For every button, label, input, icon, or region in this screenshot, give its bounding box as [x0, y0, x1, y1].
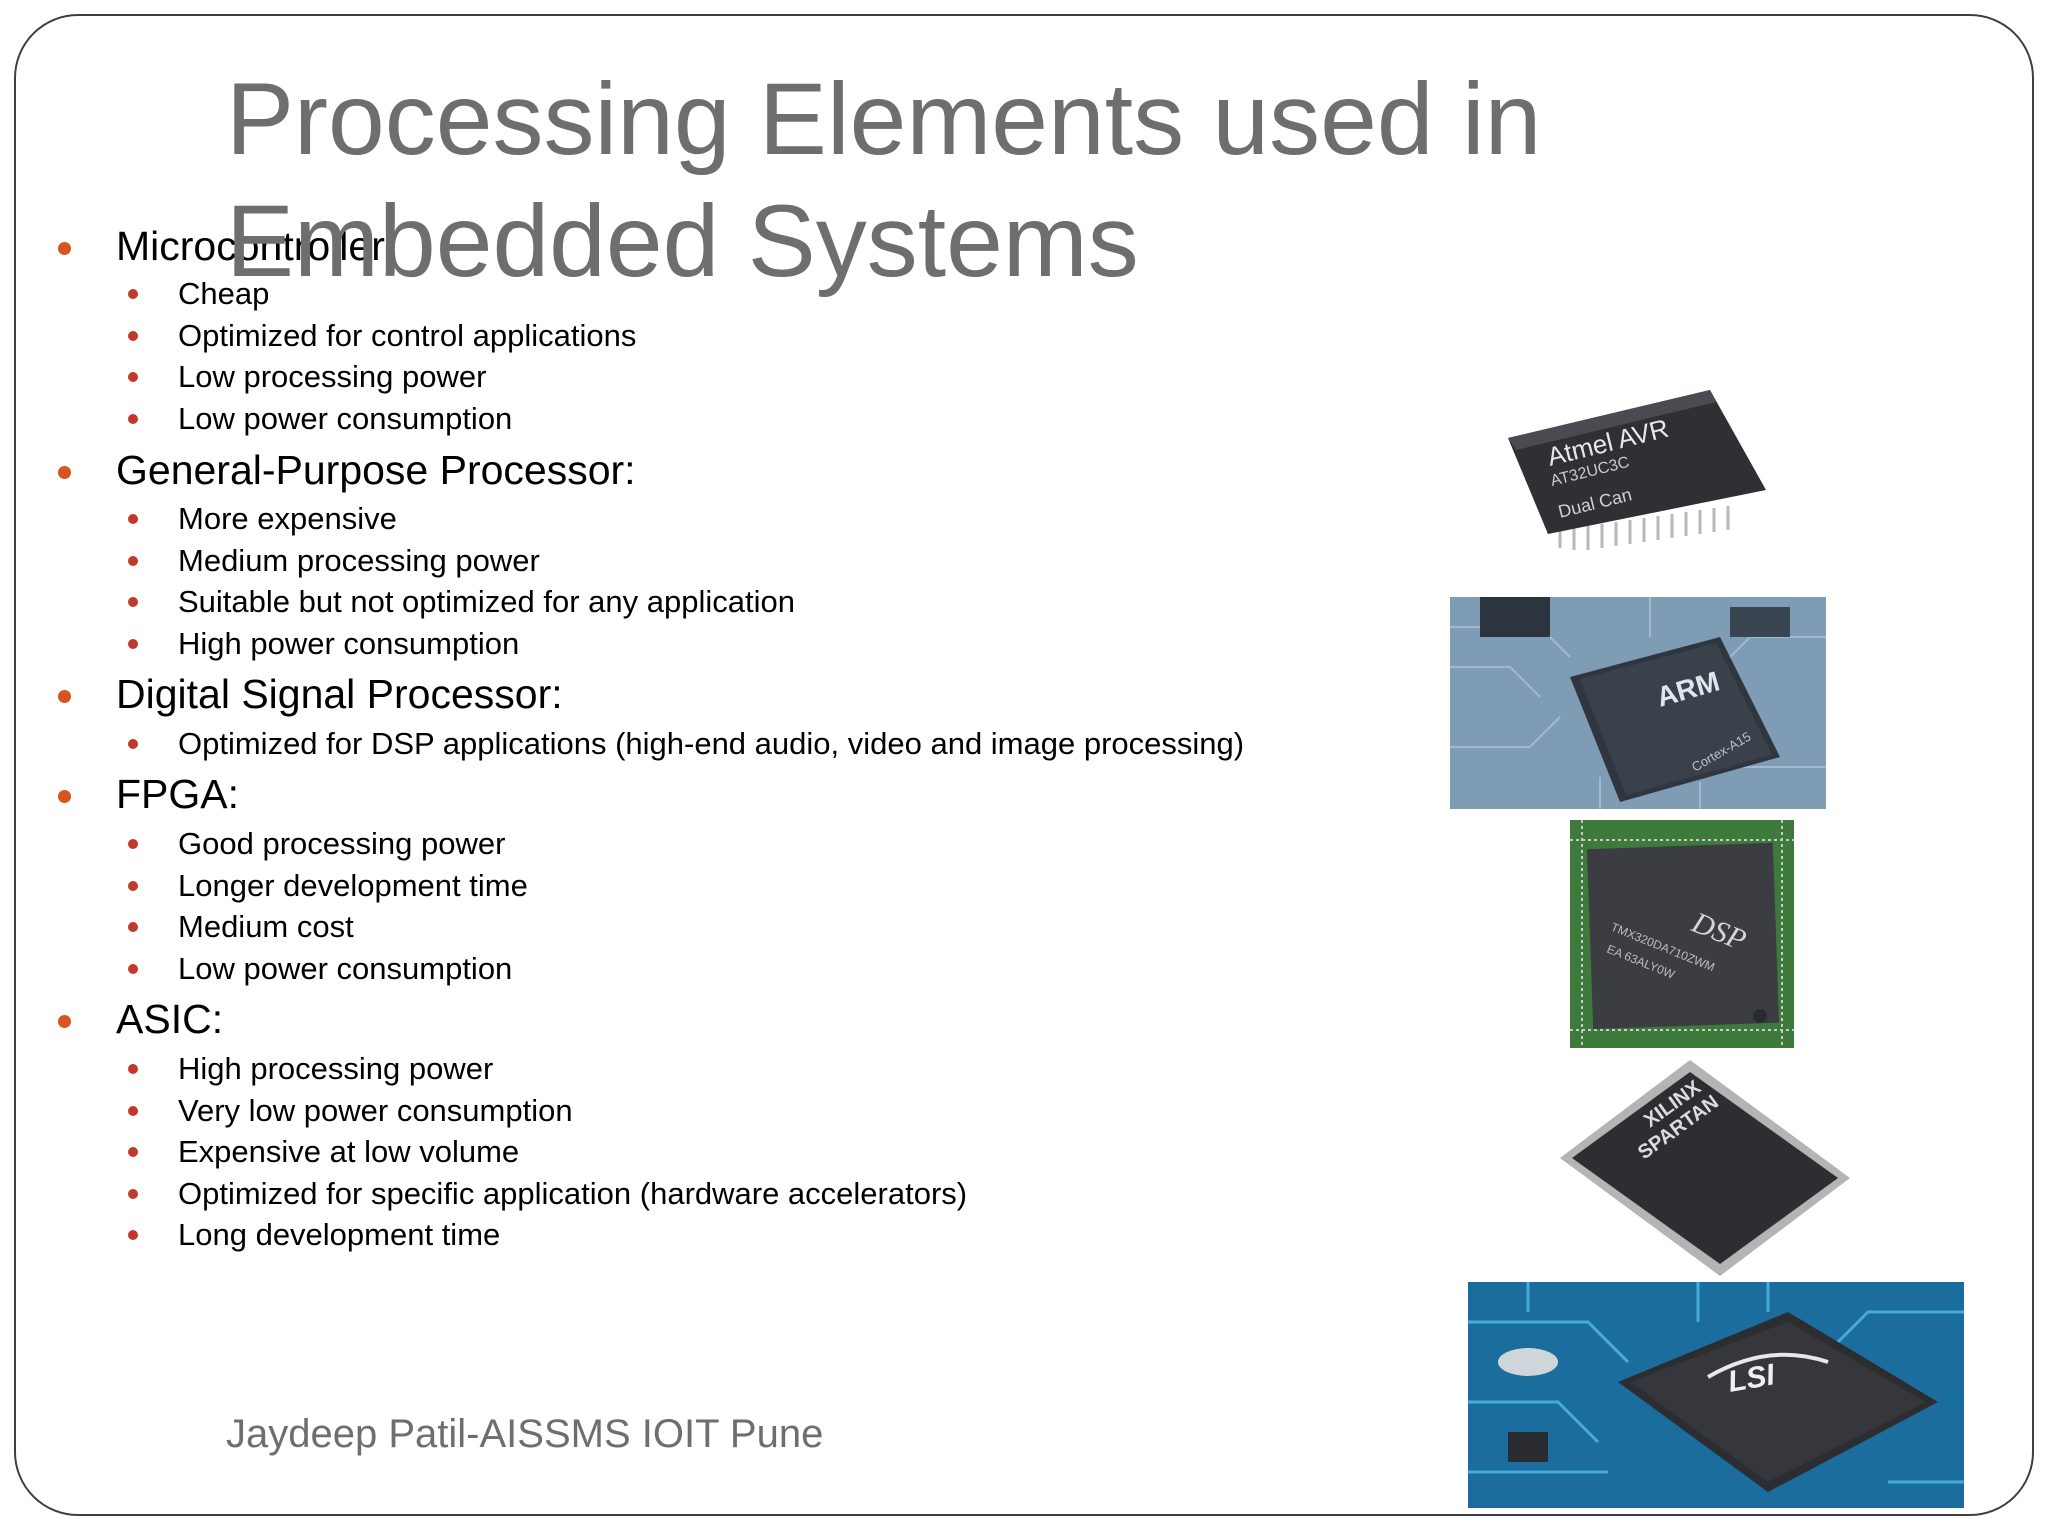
section-heading: ASIC:: [116, 996, 224, 1042]
bullet-icon: [128, 289, 138, 299]
list-item: Optimized for DSP applications (high-end…: [178, 726, 1245, 761]
bullet-icon: [128, 639, 138, 649]
bullet-icon: [58, 690, 71, 703]
bullet-icon: [58, 466, 71, 479]
bullet-icon: [128, 597, 138, 607]
list-item: Longer development time: [178, 868, 528, 903]
bullet-icon: [58, 790, 71, 803]
bullet-icon: [128, 964, 138, 974]
bullet-icon: [128, 556, 138, 566]
bullet-icon: [128, 1147, 138, 1157]
list-item: Long development time: [178, 1217, 501, 1252]
list-item: Low power consumption: [178, 951, 513, 986]
lsi-chip-image: LSI: [1468, 1282, 1964, 1508]
bullet-icon: [128, 1189, 138, 1199]
section-heading: FPGA:: [116, 771, 240, 817]
list-item: Cheap: [178, 276, 270, 311]
bullet-icon: [128, 739, 138, 749]
section-heading: Microcontroller:: [116, 223, 397, 269]
list-item: Optimized for control applications: [178, 318, 637, 353]
list-item: Very low power consumption: [178, 1093, 573, 1128]
list-item: Expensive at low volume: [178, 1134, 520, 1169]
bullet-icon: [58, 242, 71, 255]
list-item: Good processing power: [178, 826, 506, 861]
list-item: Optimized for specific application (hard…: [178, 1176, 968, 1211]
list-item: Medium processing power: [178, 543, 540, 578]
list-item: High power consumption: [178, 626, 520, 661]
bullet-icon: [128, 372, 138, 382]
list-item: High processing power: [178, 1051, 494, 1086]
list-item: Medium cost: [178, 909, 354, 944]
dsp-chip-image: DSP TMX320DA710ZWM EA 63ALY0W: [1570, 820, 1794, 1048]
bullet-icon: [128, 1106, 138, 1116]
list-item: Low power consumption: [178, 401, 513, 436]
xilinx-chip-image: XILINX SPARTAN: [1540, 1058, 1860, 1278]
bullet-icon: [128, 839, 138, 849]
bullet-icon: [128, 1064, 138, 1074]
bullet-icon: [58, 1015, 71, 1028]
section-heading: Digital Signal Processor:: [116, 671, 563, 717]
list-item: More expensive: [178, 501, 397, 536]
list-item: Suitable but not optimized for any appli…: [178, 584, 795, 619]
bullet-icon: [128, 331, 138, 341]
section-heading: General-Purpose Processor:: [116, 447, 636, 493]
bullet-icon: [128, 414, 138, 424]
atmel-avr-chip-image: Atmel AVR AT32UC3C Dual Can: [1490, 378, 1780, 568]
bullet-icon: [128, 881, 138, 891]
slide-title: Processing Elements used in Embedded Sys…: [226, 62, 1542, 298]
bullet-icon: [128, 922, 138, 932]
slide-footer: Jaydeep Patil-AISSMS IOIT Pune: [226, 1412, 824, 1456]
arm-chip-image: ARM Cortex-A15: [1450, 597, 1826, 809]
list-item: Low processing power: [178, 359, 487, 394]
bullet-icon: [128, 1230, 138, 1240]
bullet-icon: [128, 514, 138, 524]
